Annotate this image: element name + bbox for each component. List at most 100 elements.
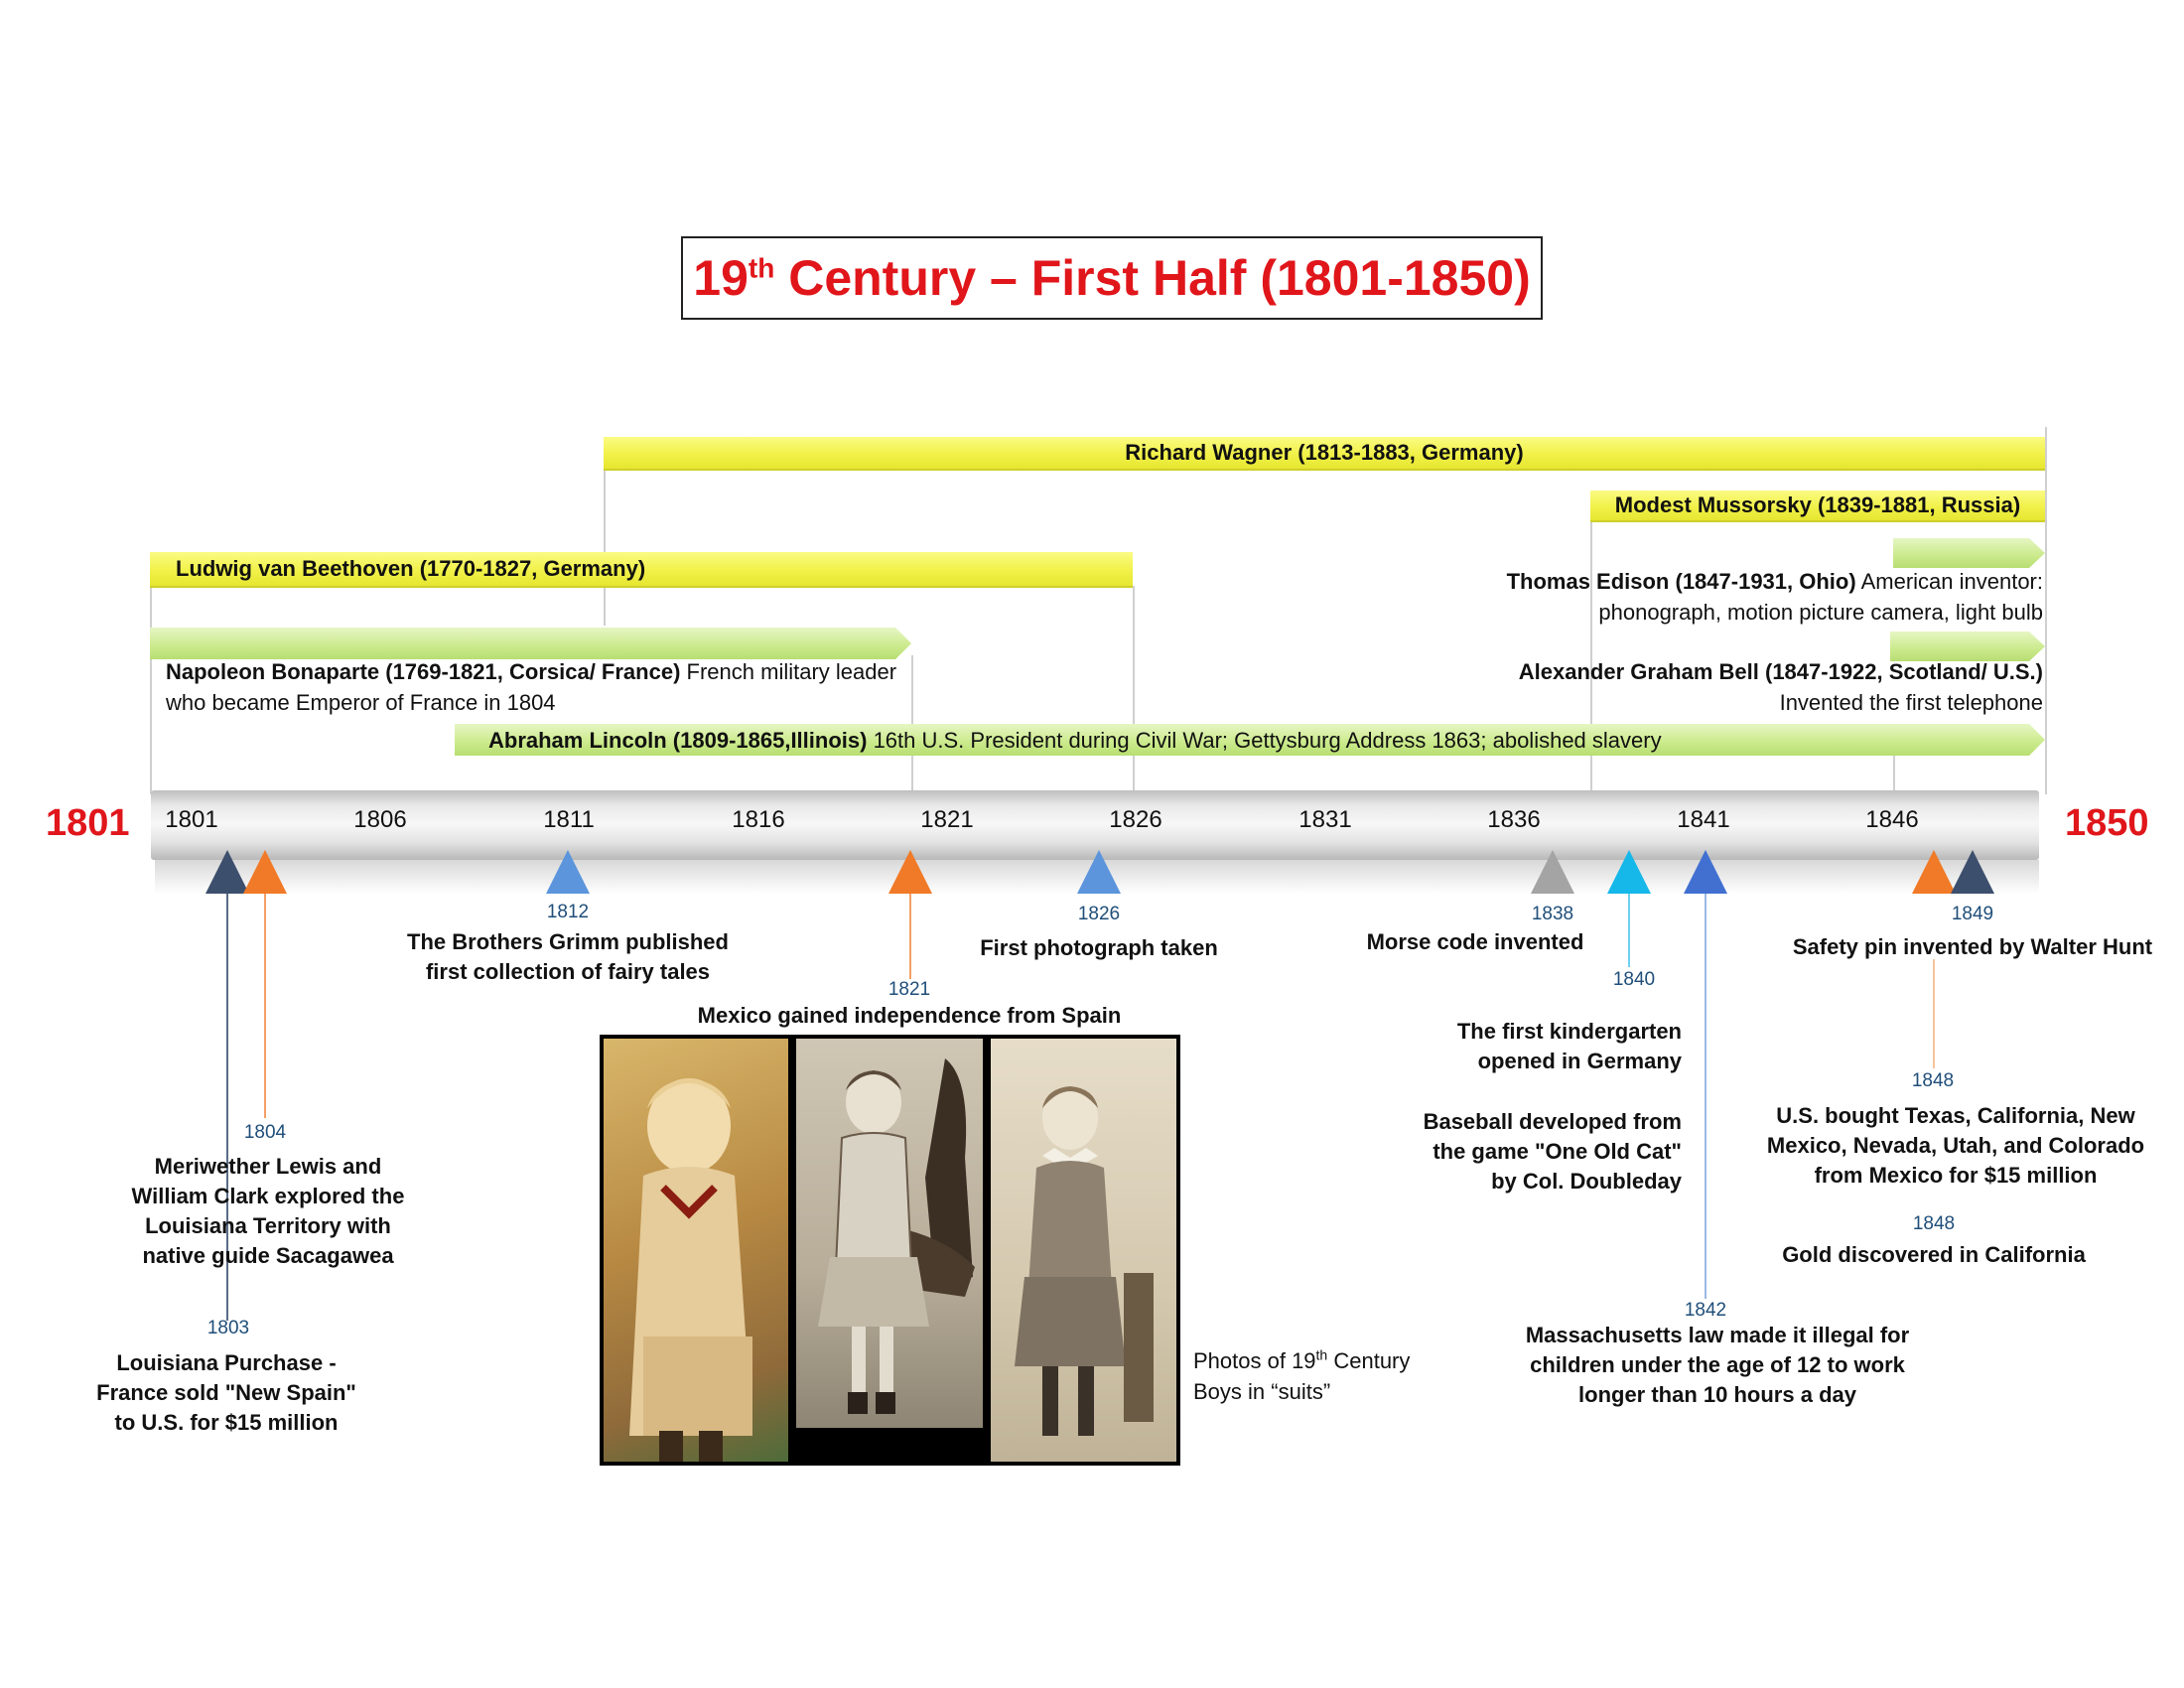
photo-caption-line1b: Century — [1327, 1348, 1411, 1373]
marker-1803-triangle — [205, 850, 249, 894]
axis-start-year: 1801 — [46, 802, 130, 844]
photo-boy-1 — [604, 1039, 788, 1462]
event-1842-line: children under the age of 12 to work — [1530, 1352, 1905, 1377]
bell-desc: Invented the first telephone — [1779, 690, 2043, 715]
guide-line-mussorsky-start — [1590, 516, 1592, 794]
bar-mussorsky: Modest Mussorsky (1839-1881, Russia) — [1590, 491, 2045, 522]
event-1840-line: the game "One Old Cat" — [1433, 1139, 1682, 1164]
marker-1842-triangle — [1684, 850, 1727, 894]
event-1826-year: 1826 — [1077, 904, 1121, 924]
photo-frame — [600, 1035, 1180, 1466]
event-1848a-line: from Mexico for $15 million — [1814, 1163, 2098, 1188]
bar-beethoven: Ludwig van Beethoven (1770-1827, Germany… — [150, 552, 1133, 588]
event-1812-line: first collection of fairy tales — [425, 959, 711, 984]
bar-edison — [1893, 538, 2045, 568]
bar-beethoven-label: Ludwig van Beethoven (1770-1827, Germany… — [176, 556, 646, 581]
stem-1840 — [1628, 894, 1630, 967]
event-1848a-year: 1848 — [1911, 1070, 1955, 1091]
event-1803-year: 1803 — [206, 1318, 250, 1338]
event-1842-year: 1842 — [1684, 1300, 1727, 1321]
axis-tick: 1821 — [920, 806, 974, 833]
marker-1849-triangle — [1951, 850, 1994, 894]
event-1804-line: Meriwether Lewis and — [154, 1154, 382, 1179]
axis-tick: 1826 — [1109, 806, 1162, 833]
photo-caption-line1a: Photos of 19 — [1193, 1348, 1316, 1373]
event-1804-line: native guide Sacagawea — [142, 1243, 394, 1268]
event-1803-text: Louisiana Purchase -France sold "New Spa… — [96, 1348, 356, 1438]
bell-description: Alexander Graham Bell (1847-1922, Scotla… — [1519, 656, 2043, 718]
axis-tick: 1846 — [1865, 806, 1919, 833]
marker-1840-triangle — [1607, 850, 1651, 894]
lincoln-desc: 16th U.S. President during Civil War; Ge… — [867, 727, 1662, 753]
stem-1821 — [909, 894, 911, 979]
event-1812-text: The Brothers Grimm published first collec… — [407, 927, 729, 987]
photo-boy-1-figure — [629, 1078, 752, 1462]
axis-tick: 1806 — [353, 806, 407, 833]
photo-boy-2 — [796, 1039, 983, 1428]
napoleon-desc-1: French military leader — [680, 659, 897, 684]
event-1840-year: 1840 — [1612, 969, 1656, 990]
bar-lincoln: Abraham Lincoln (1809-1865,Illinois) 16t… — [455, 724, 2045, 756]
event-1803-line: to U.S. for $15 million — [114, 1410, 339, 1435]
napoleon-name: Napoleon Bonaparte (1769-1821, Corsica/ … — [166, 659, 681, 684]
event-1812-line: The Brothers Grimm published — [407, 929, 729, 954]
axis-tick: 1841 — [1677, 806, 1730, 833]
edison-description: Thomas Edison (1847-1931, Ohio) American… — [1507, 566, 2043, 628]
guide-line-beethoven-end — [1133, 586, 1135, 794]
timeline-axis — [151, 790, 2039, 860]
title-sup: th — [748, 252, 775, 284]
marker-1848-triangle — [1912, 850, 1956, 894]
bar-wagner-label: Richard Wagner (1813-1883, Germany) — [1125, 440, 1524, 465]
title-rest: Century – First Half (1801-1850) — [774, 250, 1531, 306]
axis-tick: 1816 — [732, 806, 785, 833]
event-1848b-year: 1848 — [1912, 1213, 1956, 1234]
axis-tick: 1811 — [543, 806, 595, 833]
event-1848a-line: Mexico, Nevada, Utah, and Colorado — [1766, 1133, 2145, 1158]
title-box: 19th Century – First Half (1801-1850) — [681, 236, 1543, 320]
edison-name: Thomas Edison (1847-1931, Ohio) — [1506, 569, 1856, 594]
marker-1826-triangle — [1077, 850, 1121, 894]
event-1804-line: Louisiana Territory with — [145, 1213, 391, 1238]
axis-tick: 1801 — [165, 806, 218, 833]
photo-caption: Photos of 19th Century Boys in “suits” — [1193, 1345, 1410, 1407]
event-1804-line: William Clark explored the — [131, 1184, 405, 1208]
bar-wagner: Richard Wagner (1813-1883, Germany) — [604, 437, 2045, 471]
bar-mussorsky-label: Modest Mussorsky (1839-1881, Russia) — [1614, 492, 2021, 517]
lincoln-description: Abraham Lincoln (1809-1865,Illinois) 16t… — [488, 725, 1662, 756]
stem-1804 — [264, 894, 266, 1118]
photo-caption-sup: th — [1315, 1346, 1328, 1363]
event-1838-year: 1838 — [1531, 904, 1574, 924]
event-1840-line: The first kindergarten — [1456, 1019, 1682, 1044]
event-1848b-text: Gold discovered in California — [1782, 1242, 2086, 1267]
stem-1842 — [1705, 894, 1706, 1299]
photo-boy-2-figure — [818, 1058, 975, 1414]
event-1842-line: Massachusetts law made it illegal for — [1525, 1323, 1910, 1347]
event-1840-line: by Col. Doubleday — [1491, 1169, 1682, 1194]
page-title: 19th Century – First Half (1801-1850) — [693, 249, 1530, 307]
event-1849-text: Safety pin invented by Walter Hunt — [1792, 934, 2153, 959]
photo-boy-3-figure — [1015, 1086, 1154, 1436]
axis-end-year: 1850 — [2065, 802, 2149, 844]
event-1840-line: Baseball developed from — [1423, 1109, 1682, 1134]
event-1838-text: Morse code invented — [1366, 929, 1584, 954]
axis-tick: 1831 — [1298, 806, 1352, 833]
photo-boy-3 — [991, 1039, 1176, 1462]
napoleon-desc-2: who became Emperor of France in 1804 — [166, 690, 556, 715]
event-1804-year: 1804 — [243, 1122, 287, 1143]
bar-napoleon — [150, 628, 911, 659]
title-main: 19 — [693, 250, 749, 306]
guide-line-edison-start — [1893, 725, 1895, 794]
event-1821-text: Mexico gained independence from Spain — [697, 1003, 1122, 1028]
event-1803-line: France sold "New Spain" — [96, 1380, 356, 1405]
photo-caption-line2: Boys in “suits” — [1193, 1379, 1331, 1404]
stem-1803 — [226, 894, 228, 1321]
edison-desc-1: American inventor: — [1855, 569, 2043, 594]
edison-desc-2: phonograph, motion picture camera, light… — [1598, 600, 2043, 625]
event-1840-text-baseball: Baseball developed from the game "One Old… — [1424, 1107, 1682, 1196]
event-1842-text: Massachusetts law made it illegal for chi… — [1526, 1321, 1909, 1410]
axis-tick: 1836 — [1487, 806, 1541, 833]
napoleon-description: Napoleon Bonaparte (1769-1821, Corsica/ … — [166, 656, 896, 718]
